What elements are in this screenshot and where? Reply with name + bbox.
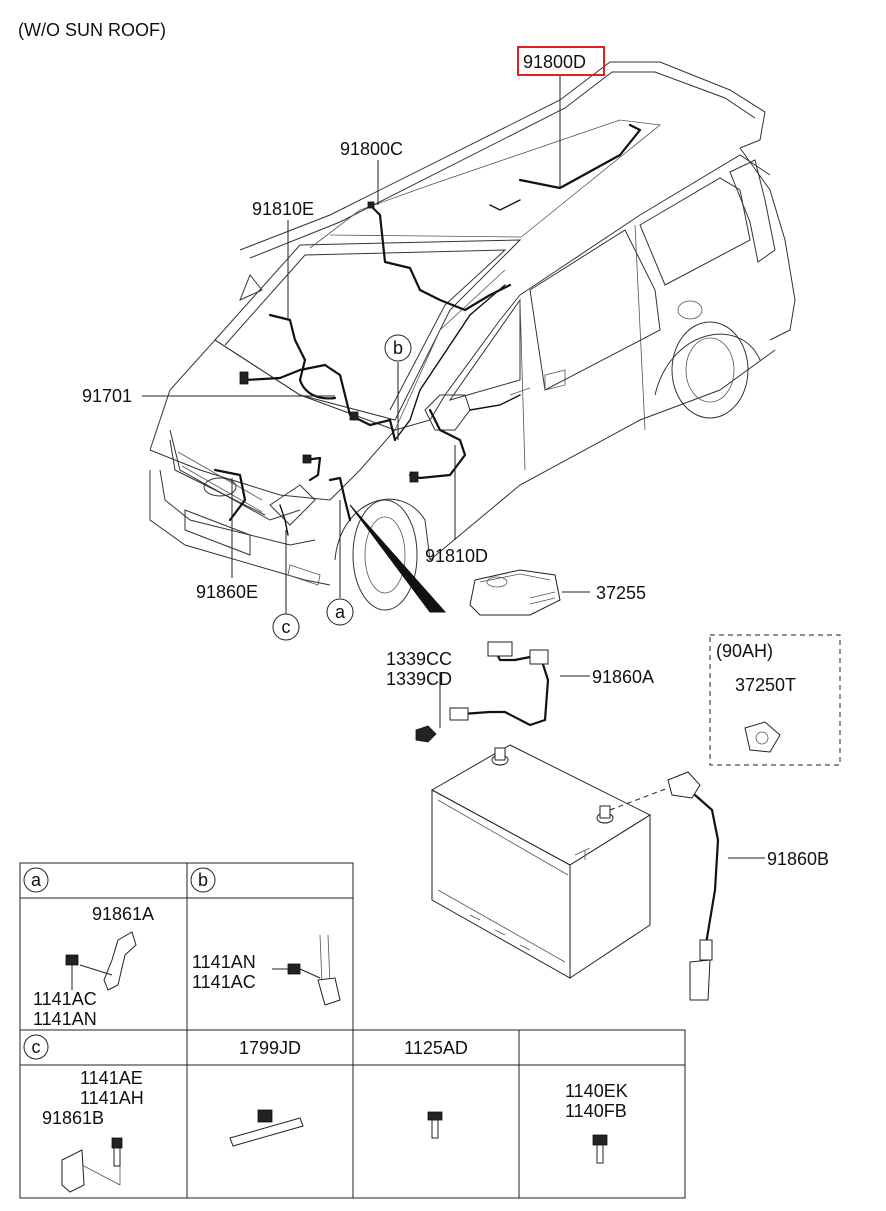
wiring-harnesses	[213, 123, 642, 536]
dash-harness-91810E	[268, 313, 307, 382]
table-bolt-1141AC-a[interactable]: 1141AC	[33, 989, 97, 1009]
callout-1339CD[interactable]: 1339CD	[386, 669, 452, 689]
engine-harness-91860E	[213, 468, 247, 522]
callout-labels: 91800D 91800C 91810E 91701 91810D 91860E…	[82, 46, 829, 869]
roof-harness-91800C	[368, 203, 512, 312]
detail-table: a 91861A 1141AC 1141AN b 1141AN 1141AC c…	[19, 862, 686, 1199]
circle-c-label: c	[282, 617, 291, 637]
circle-b-label: b	[393, 338, 403, 358]
table-bolt-1140EK[interactable]: 1140EK	[565, 1081, 628, 1101]
circle-a-label: a	[335, 602, 346, 622]
callout-91800C[interactable]: 91800C	[340, 139, 403, 159]
variant-note: (W/O SUN ROOF)	[18, 20, 166, 40]
option-label-90ah: (90AH)	[716, 641, 773, 661]
circle-c[interactable]	[272, 613, 300, 641]
table-bolt-1141AC-b[interactable]: 1141AC	[192, 972, 256, 992]
screw-1125AD-drawing	[427, 1111, 443, 1139]
highlight-box	[517, 46, 605, 76]
option-box-90ah	[709, 634, 841, 766]
table-key-b	[190, 867, 216, 893]
table-bolt-1140FB[interactable]: 1140FB	[565, 1101, 627, 1121]
table-key-c-label: c	[32, 1037, 41, 1057]
callout-91800D[interactable]: 91800D	[523, 52, 586, 72]
table-key-a-label: a	[31, 870, 42, 890]
battery-cable-91860B	[667, 771, 720, 1001]
roof-harness-91800D	[518, 123, 642, 190]
table-header-1125AD: 1125AD	[404, 1038, 468, 1058]
battery-fuse-box-37255	[469, 569, 561, 616]
bracket-91861A-drawing	[65, 931, 137, 991]
van-outline	[149, 61, 796, 611]
callout-91810D[interactable]: 91810D	[425, 546, 488, 566]
table-header-1799JD: 1799JD	[239, 1038, 301, 1058]
table-bolt-1141AE[interactable]: 1141AE	[80, 1068, 143, 1088]
callout-91810E[interactable]: 91810E	[252, 199, 314, 219]
leader-lines	[142, 76, 765, 859]
callout-91860B[interactable]: 91860B	[767, 849, 829, 869]
circle-b[interactable]	[384, 334, 412, 362]
table-part-91861A[interactable]: 91861A	[92, 904, 154, 924]
table-key-b-label: b	[198, 870, 208, 890]
door-harness-91810D	[408, 408, 467, 480]
battery-cable-91860A	[415, 641, 550, 743]
cable-tie-1799JD-drawing	[229, 1109, 304, 1147]
bracket-b-drawing	[272, 934, 341, 1006]
table-bolt-1141AN-a[interactable]: 1141AN	[33, 1009, 97, 1029]
bolt-1140-drawing	[592, 1134, 608, 1164]
callout-37255[interactable]: 37255	[596, 583, 646, 603]
main-harness-91701	[243, 363, 397, 442]
table-bolt-1141AH[interactable]: 1141AH	[80, 1088, 144, 1108]
battery	[430, 744, 669, 979]
table-key-a	[23, 867, 49, 893]
circle-a[interactable]	[326, 598, 354, 626]
table-part-91861B[interactable]: 91861B	[42, 1108, 104, 1128]
callout-91860E[interactable]: 91860E	[196, 582, 258, 602]
callout-91701[interactable]: 91701	[82, 386, 132, 406]
table-key-c	[23, 1034, 49, 1060]
callout-91860A[interactable]: 91860A	[592, 667, 654, 687]
callout-1339CC[interactable]: 1339CC	[386, 649, 452, 669]
callout-37250T[interactable]: 37250T	[735, 675, 796, 695]
bracket-91861B-drawing	[61, 1137, 123, 1193]
table-bolt-1141AN-b[interactable]: 1141AN	[192, 952, 256, 972]
